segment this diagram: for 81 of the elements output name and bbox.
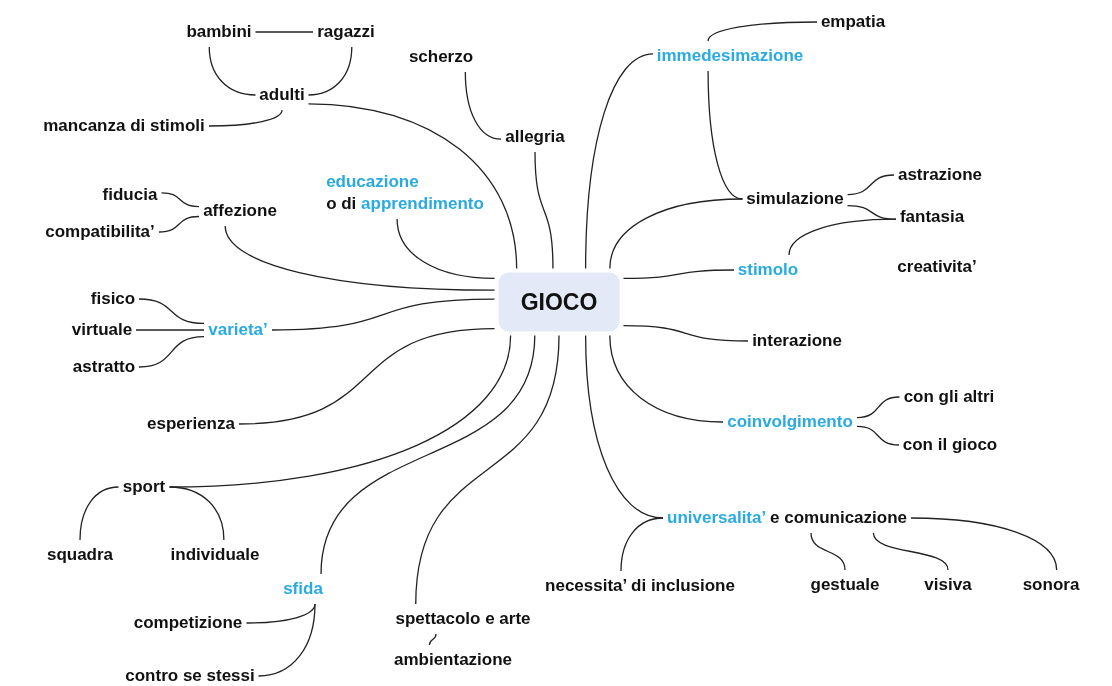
topic-label: stimolo — [737, 258, 799, 282]
topic-label: gestuale — [810, 573, 880, 597]
topic-label: compatibilita’ — [45, 220, 155, 244]
topic-label: scherzo — [408, 45, 474, 69]
connector-line — [788, 218, 897, 256]
topic-label: educazione — [326, 171, 419, 191]
connector-line — [856, 396, 901, 419]
connector-line — [168, 334, 512, 488]
connector-line — [810, 532, 846, 571]
topic-label: affezione — [203, 199, 277, 223]
topic-label: sonora — [1022, 573, 1080, 597]
topic-label: apprendimento — [361, 194, 484, 213]
connector-line — [138, 335, 205, 368]
connector-line — [254, 31, 314, 33]
topic-label: bambini — [186, 20, 252, 44]
topic-label: spettacolo e arte — [395, 607, 531, 631]
topic-label: interazione — [752, 329, 842, 353]
connector-line — [534, 151, 554, 270]
connector-line — [224, 225, 496, 291]
topic-label: allegria — [505, 125, 565, 149]
connector-line — [271, 298, 496, 331]
topic-label: con gli altri — [903, 385, 995, 409]
connector-line — [320, 334, 536, 575]
topic-label: simulazione — [746, 187, 844, 211]
connector-line — [609, 334, 724, 423]
topic-label: e comunicazione — [770, 507, 907, 527]
topic-label: astratto — [72, 355, 136, 379]
topic-label: mancanza di stimoli — [43, 114, 205, 138]
topic-label: adulti — [259, 83, 305, 107]
topic-label: visiva — [924, 573, 972, 597]
connector-line — [238, 327, 496, 425]
connector-line — [464, 71, 502, 140]
topic-label: ambientazione — [393, 648, 513, 672]
connector-line — [307, 46, 353, 96]
topic-label: squadra — [46, 543, 114, 567]
connector-line — [208, 46, 257, 96]
connector-line — [160, 192, 200, 208]
connector-line — [584, 53, 654, 270]
connector-line — [609, 198, 744, 270]
connector-line — [910, 517, 1058, 571]
connector-line — [158, 215, 200, 233]
topic-label: immedesimazione — [656, 44, 804, 68]
topic-label: empatia — [820, 10, 886, 34]
connector-line — [872, 532, 949, 571]
topic-label: o di — [326, 194, 357, 213]
connector-line — [846, 174, 895, 196]
topic-label: sport — [122, 475, 166, 499]
connector-line — [208, 109, 283, 127]
topic-label: competizione — [133, 611, 243, 635]
topic-label: astrazione — [897, 163, 983, 187]
topic-label: esperienza — [147, 412, 235, 436]
connector-line — [135, 329, 205, 331]
connector-line — [396, 218, 496, 280]
connector-line — [415, 334, 560, 605]
connector-line — [168, 486, 225, 541]
connector-line — [138, 298, 205, 325]
topic-label: ragazzi — [317, 20, 375, 44]
connector-line — [79, 486, 120, 541]
connector-line — [257, 603, 316, 677]
topic-label: con il gioco — [902, 433, 998, 457]
topic-label: contro se stessi — [125, 664, 255, 686]
topic-label: individuale — [170, 543, 260, 567]
connector-line — [707, 21, 818, 42]
connector-line — [622, 269, 735, 280]
topic-label: sfida — [283, 577, 323, 601]
topic-label: virtuale — [71, 318, 133, 342]
central-topic-box: GIOCO — [498, 272, 620, 332]
connector-line — [846, 204, 897, 220]
connector-line — [428, 633, 437, 646]
connector-line — [307, 103, 518, 270]
topic-label: fiducia — [102, 183, 158, 207]
topic-label: varieta’ — [208, 318, 268, 342]
connector-line — [622, 324, 749, 342]
topic-label: necessita’ di inclusione — [545, 574, 735, 598]
connector-line — [856, 425, 900, 446]
connector-line — [620, 517, 664, 572]
topic-label: coinvolgimento — [727, 410, 853, 434]
topic-label: creativita’ — [897, 255, 977, 279]
topic-label: universalita’ — [667, 507, 766, 527]
topic-label: fisico — [90, 287, 136, 311]
topic-label: fantasia — [899, 205, 965, 229]
